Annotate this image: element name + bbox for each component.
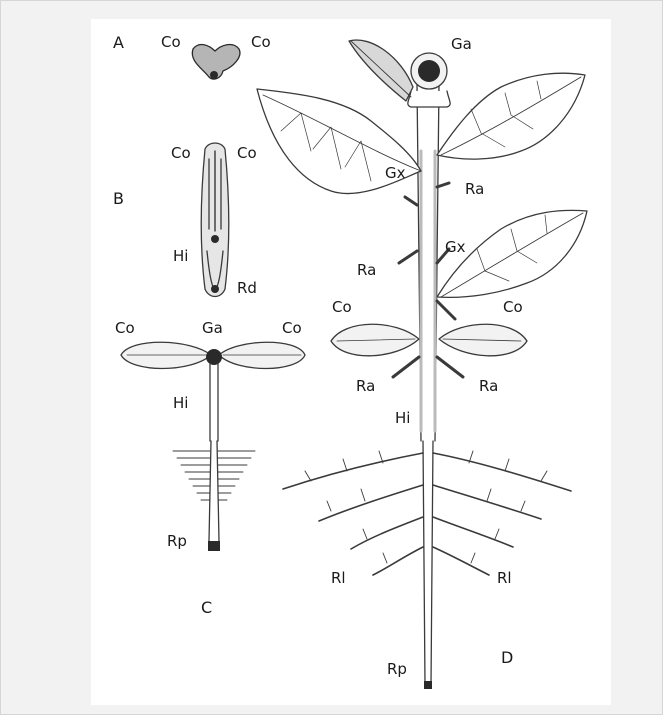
label-c-cotyledon-left: Co [115,321,135,336]
label-d-adventitious-root-low-right: Ra [479,379,498,394]
label-d-primary-root: Rp [387,662,407,677]
label-d-adventitious-root-mid-left: Ra [357,263,376,278]
label-c-primary-root: Rp [167,534,187,549]
label-c-hypocotyl: Hi [173,396,188,411]
panel-letter-c: C [201,600,212,616]
label-d-axillary-bud-upper: Gx [385,166,406,181]
label-d-lateral-root-left: Rl [331,571,346,586]
label-d-cotyledon-left: Co [332,300,352,315]
panel-letter-b: B [113,191,124,207]
label-a-cotyledon-right: Co [251,35,271,50]
label-b-cotyledon-right: Co [237,146,257,161]
label-d-cotyledon-right: Co [503,300,523,315]
label-b-radicle: Rd [237,281,257,296]
label-a-cotyledon-left: Co [161,35,181,50]
embryo-a [192,45,240,79]
label-b-hypocotyl: Hi [173,249,188,264]
label-c-apex: Ga [202,321,223,336]
label-c-cotyledon-right: Co [282,321,302,336]
label-d-lateral-root-right: Rl [497,571,512,586]
label-d-adventitious-root-low-left: Ra [356,379,375,394]
panel-letter-d: D [501,650,513,666]
panel-letter-a: A [113,35,124,51]
plant-d [257,40,587,689]
label-d-axillary-bud-right: Gx [445,240,466,255]
label-b-cotyledon-left: Co [171,146,191,161]
label-d-adventitious-root-upper-right: Ra [465,182,484,197]
label-d-hypocotyl: Hi [395,411,410,426]
seedling-c [121,342,305,551]
embryo-b [201,143,229,297]
label-d-apex: Ga [451,37,472,52]
